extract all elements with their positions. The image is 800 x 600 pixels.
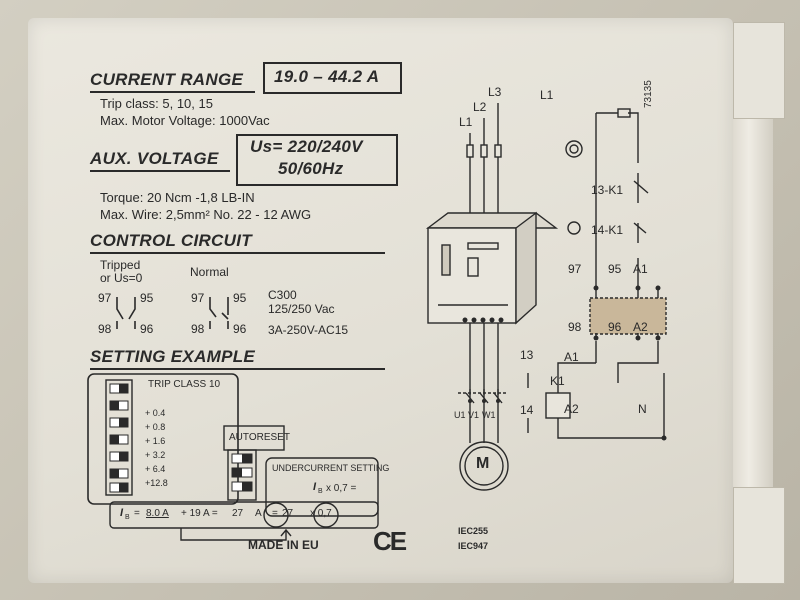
increment-1: + 0.4 — [145, 408, 166, 418]
normal-98-label: 98 — [191, 322, 205, 336]
phase-l1-label: L1 — [459, 115, 473, 129]
autoreset-label: AUTORESET — [229, 432, 290, 443]
contact-rating-3: 3A-250V-AC15 — [268, 323, 349, 337]
formula-result-2: 27 — [282, 508, 294, 519]
max-wire-text: Max. Wire: 2,5mm² No. 22 - 12 AWG — [100, 207, 312, 222]
formula-result: 27 — [232, 508, 244, 519]
neutral-label: N — [638, 402, 647, 416]
formula-factor-2: x 0,7 — [310, 508, 332, 519]
tripped-98-label: 98 — [98, 322, 112, 336]
normal-97-label: 97 — [191, 291, 205, 305]
setting-example-underline — [90, 368, 385, 370]
terminal-98-label: 98 — [568, 320, 582, 334]
k1-13-label: 13-K1 — [591, 183, 624, 197]
current-range-value: 19.0 – 44.2 A — [274, 67, 380, 86]
tripped-97-label: 97 — [98, 291, 112, 305]
phase-l2-label: L2 — [473, 100, 487, 114]
tripped-contact-symbol — [116, 297, 136, 329]
increment-2: + 0.8 — [145, 422, 166, 432]
undercurrent-label: UNDERCURRENT SETTING — [272, 463, 390, 473]
aux-voltage-box — [236, 134, 398, 186]
tripped-label-2: or Us=0 — [100, 271, 143, 285]
tripped-label-1: Tripped — [100, 258, 141, 272]
increment-4: + 3.2 — [145, 450, 166, 460]
contact-rating-1: C300 — [268, 288, 297, 302]
tripped-96-label: 96 — [140, 322, 154, 336]
current-range-underline — [90, 91, 255, 93]
terminal-95-label: 95 — [608, 262, 622, 276]
normal-96-label: 96 — [233, 322, 247, 336]
max-voltage-text: Max. Motor Voltage: 1000Vac — [100, 113, 270, 128]
wiring-diagram — [425, 103, 667, 491]
formula-ib-symbol: I — [120, 507, 124, 519]
k1-coil-label: K1 — [550, 374, 565, 388]
trip-class-example-label: TRIP CLASS 10 — [148, 379, 221, 390]
trip-class-text: Trip class: 5, 10, 15 — [100, 96, 213, 111]
side-clip-top — [733, 22, 785, 119]
formula-plus: + 19 A = — [181, 508, 218, 519]
relay-label-panel: CURRENT RANGE 19.0 – 44.2 A Trip class: … — [28, 18, 733, 583]
undercurrent-factor: x 0,7 = — [326, 483, 357, 494]
current-range-heading: CURRENT RANGE — [90, 70, 244, 89]
aux-voltage-heading: AUX. VOLTAGE — [90, 149, 219, 168]
iec-947-text: IEC947 — [458, 541, 489, 551]
contact-rating-2: 125/250 Vac — [268, 302, 335, 316]
terminal-96-label: 96 — [608, 320, 622, 334]
control-circuit-underline — [90, 252, 385, 254]
formula-equals: = — [134, 508, 140, 519]
terminal-a2-label: A2 — [633, 320, 648, 334]
normal-95-label: 95 — [233, 291, 247, 305]
normal-label: Normal — [190, 265, 229, 279]
terminal-97-label: 97 — [568, 262, 582, 276]
ib-symbol: I — [313, 481, 317, 493]
phase-l3-label: L3 — [488, 85, 502, 99]
aux-contact-14-label: 14 — [520, 403, 534, 417]
control-l1-label: L1 — [540, 88, 554, 102]
increment-5: + 6.4 — [145, 464, 166, 474]
ce-mark: CE — [373, 526, 407, 556]
terminal-a1-label: A1 — [633, 262, 648, 276]
setting-example-diagram — [87, 373, 379, 541]
increment-6: +12.8 — [145, 478, 168, 488]
tripped-95-label: 95 — [140, 291, 154, 305]
k1-a1-label: A1 — [564, 350, 579, 364]
motor-w1-label: W1 — [482, 410, 496, 420]
k1-a2-label: A2 — [564, 402, 579, 416]
iec-255-text: IEC255 — [458, 526, 489, 536]
motor-m-label: M — [476, 455, 490, 472]
normal-contact-symbol — [209, 297, 229, 329]
aux-contact-13-label: 13 — [520, 348, 534, 362]
aux-voltage-line1: Us= 220/240V — [250, 137, 363, 156]
setting-example-heading: SETTING EXAMPLE — [90, 347, 256, 366]
motor-v1-label: V1 — [468, 410, 480, 420]
formula-ib-subscript: B — [125, 514, 130, 521]
current-range-box — [263, 62, 402, 94]
increment-3: + 1.6 — [145, 436, 166, 446]
aux-voltage-line2: 50/60Hz — [278, 159, 344, 178]
control-circuit-heading: CONTROL CIRCUIT — [90, 231, 252, 250]
torque-text: Torque: 20 Ncm -1,8 LB-IN — [100, 190, 255, 205]
made-in-text: MADE IN EU — [248, 538, 319, 552]
formula-equals-2: = — [272, 508, 278, 519]
k1-14-label: 14-K1 — [591, 223, 624, 237]
aux-voltage-underline — [90, 170, 230, 172]
motor-u1-label: U1 — [454, 410, 466, 420]
ib-subscript: B — [318, 488, 323, 495]
formula-unit: A — [255, 508, 262, 519]
formula-value-a: 8.0 A — [146, 508, 169, 519]
side-clip-bottom — [733, 487, 785, 584]
